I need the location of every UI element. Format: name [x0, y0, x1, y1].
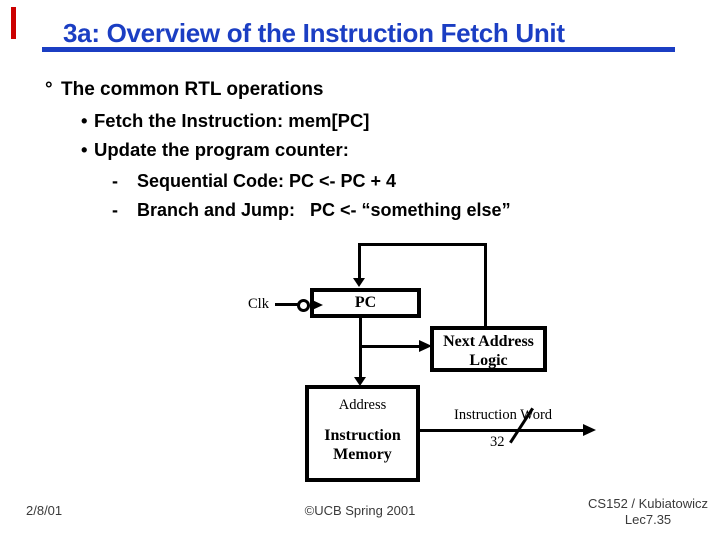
bullet-glyph: -	[112, 200, 118, 220]
page-title: 3a: Overview of the Instruction Fetch Un…	[63, 18, 565, 48]
footer-lecture: Lec7.35	[624, 512, 672, 527]
nal-input-arrowhead-icon	[419, 340, 432, 352]
feedback-wire-left	[358, 243, 361, 279]
bullet-line: - Branch and Jump: PC <- “something else…	[0, 200, 720, 226]
clk-label: Clk	[248, 296, 269, 312]
red-accent-mark	[11, 7, 16, 39]
bullet-text: Sequential Code: PC <- PC + 4	[137, 171, 397, 191]
next-address-logic-label-line2: Logic	[469, 352, 508, 369]
footer-course: CS152 / Kubiatowicz	[588, 496, 708, 511]
bullet-glyph: •	[81, 110, 88, 131]
instruction-memory-label-line2: Memory	[333, 446, 392, 463]
bus-width-label: 32	[490, 434, 505, 450]
next-address-logic-label-line1: Next Address	[443, 333, 534, 350]
feedback-wire-top	[358, 243, 487, 246]
bullet-glyph: •	[81, 139, 88, 160]
bullet-text: The common RTL operations	[61, 79, 324, 100]
instruction-memory-label-line1: Instruction	[324, 427, 401, 444]
pc-input-arrowhead-icon	[353, 278, 365, 287]
memory-input-arrowhead-icon	[354, 377, 366, 386]
pc-box: PC	[310, 288, 421, 318]
bullet-glyph: °	[45, 79, 53, 100]
bullet-line: • Fetch the Instruction: mem[PC]	[0, 110, 720, 136]
title-underline	[42, 47, 675, 52]
instruction-word-arrowhead-icon	[583, 424, 596, 436]
pc-output-wire	[359, 318, 362, 378]
pc-label: PC	[354, 294, 377, 311]
bullet-text: Fetch the Instruction: mem[PC]	[94, 110, 370, 131]
feedback-wire-right	[484, 243, 487, 327]
next-address-logic-box: Next Address Logic	[430, 326, 547, 372]
bullet-text: Branch and Jump: PC <- “something else”	[137, 200, 511, 220]
branch-wire	[359, 345, 421, 348]
footer-course-block: CS152 / Kubiatowicz Lec7.35	[588, 496, 708, 528]
bullet-line: - Sequential Code: PC <- PC + 4	[0, 171, 720, 197]
footer-copyright: ©UCB Spring 2001	[304, 503, 416, 518]
instruction-word-label: Instruction Word	[454, 407, 553, 423]
bullet-text: Update the program counter:	[94, 139, 349, 160]
instruction-word-wire	[419, 429, 584, 432]
address-port-label: Address	[338, 397, 387, 413]
instruction-memory-box: Address Instruction Memory	[305, 385, 420, 482]
bullet-line: • Update the program counter:	[0, 139, 720, 165]
clk-wire	[275, 303, 300, 306]
bullet-glyph: -	[112, 171, 118, 191]
clk-bubble-icon	[297, 299, 310, 312]
footer-date: 2/8/01	[26, 503, 63, 518]
clk-arrowhead-icon	[310, 299, 323, 311]
bullet-line: ° The common RTL operations	[0, 79, 720, 105]
